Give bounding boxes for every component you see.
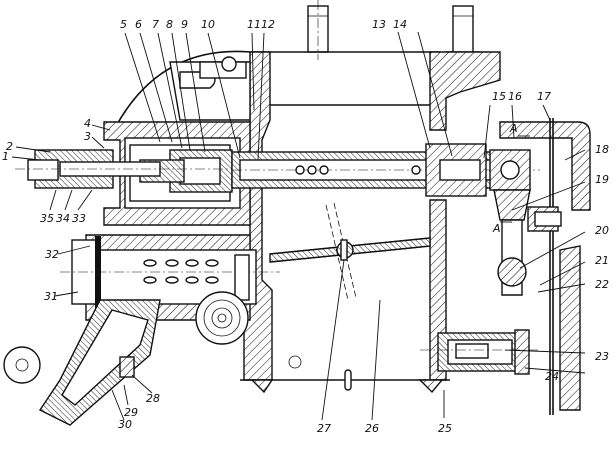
float-holes [143, 259, 219, 284]
callout-23: 23 [595, 350, 609, 363]
callout-12: 12 [261, 18, 275, 31]
float-chamber [60, 234, 280, 321]
adjustment-nut [195, 291, 249, 345]
center-tube [231, 143, 540, 197]
callout-18: 18 [595, 143, 609, 156]
callout-26: 26 [365, 422, 379, 435]
callout-3: 3 [84, 130, 91, 143]
svg-text:A: A [492, 222, 501, 235]
callout-10: 10 [201, 18, 215, 31]
section-marker-bottom: A [492, 221, 512, 235]
callout-4: 4 [84, 117, 91, 130]
callout-28: 28 [146, 392, 160, 405]
callout-6: 6 [135, 18, 142, 31]
callout-15: 15 [492, 90, 506, 103]
callout-19: 19 [595, 173, 609, 186]
callout-11: 11 [247, 18, 261, 31]
lever-housing [489, 118, 591, 415]
callout-20: 20 [595, 224, 609, 237]
cover-dome [114, 50, 251, 129]
callout-labels: 1 2 3 4 5 6 7 8 9 10 11 12 13 14 15 16 1… [2, 18, 609, 435]
callout-35: 35 [40, 212, 54, 225]
callout-22: 22 [595, 278, 609, 291]
callout-31: 31 [44, 290, 58, 303]
callout-8: 8 [166, 18, 173, 31]
callout-21: 21 [595, 254, 609, 267]
callout-25: 25 [438, 422, 452, 435]
callout-2: 2 [6, 140, 13, 153]
callout-32: 32 [45, 248, 59, 261]
callout-34: 34 [56, 212, 70, 225]
callout-14: 14 [393, 18, 407, 31]
callout-5: 5 [120, 18, 127, 31]
bottom-plug [420, 329, 540, 375]
callout-16: 16 [508, 90, 522, 103]
leader-lines [11, 31, 586, 421]
main-housing [240, 51, 501, 381]
callout-7: 7 [152, 18, 159, 31]
callout-30: 30 [118, 418, 132, 431]
callout-29: 29 [124, 406, 138, 419]
callout-13: 13 [372, 18, 386, 31]
callout-24: 24 [545, 370, 559, 383]
callout-9: 9 [181, 18, 188, 31]
bottom-details [250, 355, 444, 394]
callout-1: 1 [2, 150, 9, 163]
callout-17: 17 [537, 90, 551, 103]
throttle-valve [325, 202, 357, 301]
left-fitting [15, 149, 250, 189]
callout-27: 27 [317, 422, 331, 435]
inlet-pipe [3, 299, 161, 426]
top-stud-left [307, 0, 329, 60]
callout-33: 33 [72, 212, 86, 225]
